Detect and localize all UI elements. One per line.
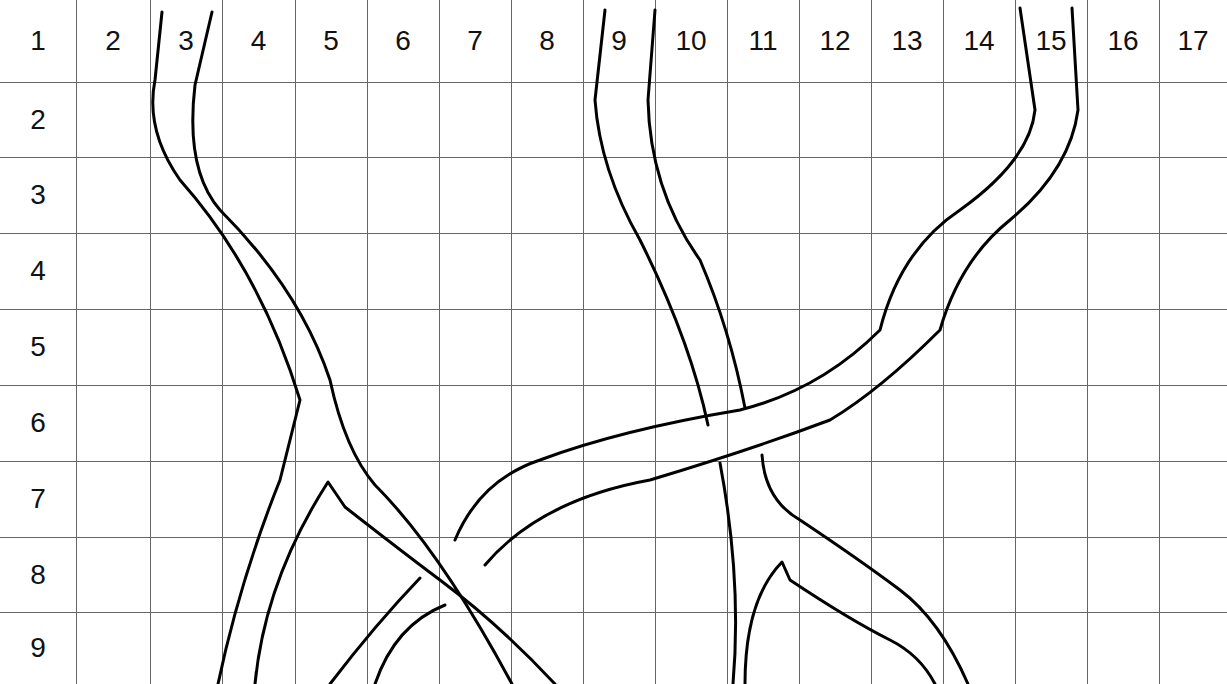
grid-number-text: 8 (30, 559, 46, 591)
stream-line (720, 463, 736, 684)
grid-number-text: 14 (963, 25, 994, 57)
grid-number-text: 12 (819, 25, 850, 57)
grid-number-text: 3 (30, 179, 46, 211)
grid-number: 4 (0, 233, 76, 309)
grid-number-text: 11 (748, 25, 777, 57)
grid-number: 2 (0, 82, 76, 157)
grid-number: 4 (222, 0, 295, 82)
grid-number-text: 3 (178, 25, 194, 57)
grid-number: 7 (439, 0, 511, 82)
grid-number-text: 6 (395, 25, 411, 57)
grid-line (1159, 0, 1160, 684)
grid-number-text: 2 (105, 25, 121, 57)
grid-line (655, 0, 656, 684)
stream-line (485, 8, 1078, 565)
grid-number: 14 (943, 0, 1015, 82)
grid-line (511, 0, 512, 684)
grid-number-text: 4 (251, 25, 267, 57)
grid-number-text: 4 (30, 255, 46, 287)
grid-line (0, 309, 1227, 310)
grid-number-text: 15 (1035, 25, 1066, 57)
grid-number: 5 (295, 0, 367, 82)
stream-line (455, 8, 1035, 540)
grid-line (367, 0, 368, 684)
grid-number: 9 (0, 612, 76, 684)
grid-number-text: 10 (675, 25, 706, 57)
grid-number: 8 (0, 537, 76, 612)
stream-line (648, 10, 745, 408)
grid-number-text: 7 (467, 25, 483, 57)
grid-number: 1 (0, 0, 76, 82)
stream-line (745, 562, 935, 684)
grid-number-text: 8 (539, 25, 555, 57)
grid-line (0, 612, 1227, 613)
stream-line (255, 482, 555, 684)
grid-number-text: 9 (30, 632, 46, 664)
stream-line (193, 12, 512, 684)
grid-number: 12 (799, 0, 871, 82)
grid-number: 6 (0, 385, 76, 461)
grid-number: 15 (1015, 0, 1087, 82)
grid-line (0, 385, 1227, 386)
grid-number: 5 (0, 309, 76, 385)
grid-line (0, 461, 1227, 462)
grid-number: 7 (0, 461, 76, 537)
grid-line (1087, 0, 1088, 684)
grid-number-text: 5 (323, 25, 339, 57)
grid-line (0, 82, 1227, 83)
grid-number-text: 13 (891, 25, 922, 57)
grid-number: 2 (76, 0, 150, 82)
grid-line (583, 0, 584, 684)
grid-number: 3 (150, 0, 222, 82)
grid-line (150, 0, 151, 684)
grid-number: 6 (367, 0, 439, 82)
grid-line (222, 0, 223, 684)
grid-line (871, 0, 872, 684)
grid-number-text: 7 (30, 483, 46, 515)
stream-line (375, 605, 445, 684)
grid-line (295, 0, 296, 684)
grid-number: 3 (0, 157, 76, 233)
grid-line (943, 0, 944, 684)
grid-number-text: 5 (30, 331, 46, 363)
grid-number: 9 (583, 0, 655, 82)
grid-number: 16 (1087, 0, 1159, 82)
grid-line (0, 537, 1227, 538)
grid-number-text: 2 (30, 104, 46, 136)
stream-line (762, 455, 968, 684)
grid-line (1015, 0, 1016, 684)
grid-number: 8 (511, 0, 583, 82)
grid-number: 11 (727, 0, 799, 82)
grid-line (799, 0, 800, 684)
grid-line (0, 157, 1227, 158)
grid-number: 10 (655, 0, 727, 82)
grid-number-text: 17 (1177, 25, 1208, 57)
grid-number: 17 (1159, 0, 1227, 82)
grid-number-text: 9 (611, 25, 627, 57)
grid-line (0, 233, 1227, 234)
grid-number-text: 16 (1107, 25, 1138, 57)
grid-number-text: 6 (30, 407, 46, 439)
grid-number: 13 (871, 0, 943, 82)
grid-number-text: 1 (30, 25, 46, 57)
grid-line (76, 0, 77, 684)
